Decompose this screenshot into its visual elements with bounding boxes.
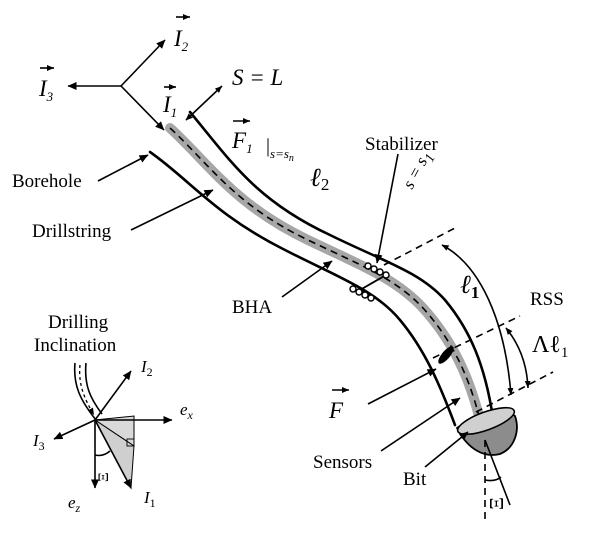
label-inset-i1: I1	[143, 488, 156, 510]
borehole-wall-upper	[188, 110, 495, 420]
stabilizer	[349, 262, 390, 302]
label-borehole: Borehole	[12, 171, 82, 192]
inclination-inset	[53, 362, 173, 490]
label-ell2: ℓ2	[310, 163, 329, 194]
svg-text:|s=sn: |s=sn	[266, 135, 294, 164]
bit-reference-line	[475, 371, 554, 413]
label-xi-bottom: Ξ	[486, 497, 508, 510]
stabilizer-pointer	[374, 153, 399, 264]
svg-text:F: F	[328, 398, 344, 423]
drill-bit-face	[456, 406, 516, 436]
svg-text:F1: F1	[231, 128, 253, 156]
lambda-ell1-arc	[505, 327, 531, 389]
label-bha: BHA	[232, 297, 272, 318]
svg-text:I2: I2	[173, 26, 189, 54]
rss-actuator	[438, 346, 454, 364]
label-stabilizer: Stabilizer	[365, 134, 438, 155]
label-inset-xi: Ξ	[96, 472, 112, 482]
label-inset-ez: ez	[68, 493, 81, 515]
svg-text:I3: I3	[38, 76, 54, 104]
frame-arrow-i1	[120, 85, 165, 131]
label-drilling: Drilling	[48, 312, 109, 333]
label-i2: I2	[173, 14, 190, 54]
label-inclination: Inclination	[34, 335, 117, 356]
frame-arrow-i2	[120, 39, 166, 87]
force-arrow	[367, 368, 437, 405]
xi-angle-arc	[484, 476, 502, 482]
label-lambda-ell1: Λℓ1	[532, 332, 568, 361]
bit-pointer	[424, 431, 469, 468]
label-rss: RSS	[530, 289, 564, 310]
sensors-pointer	[380, 397, 461, 452]
label-bit: Bit	[403, 469, 427, 490]
label-s-eq-l: S = L	[232, 65, 283, 90]
s1-reference-line	[383, 227, 456, 266]
drillstring-pointer	[130, 189, 214, 231]
bit-axis-line	[484, 439, 511, 506]
label-force-f: F	[328, 387, 349, 423]
svg-text:I1: I1	[162, 92, 177, 120]
borehole-pointer	[97, 154, 149, 182]
label-inset-i3: I3	[32, 431, 45, 453]
label-inset-i2: I2	[140, 357, 153, 379]
ell1-arc	[441, 244, 514, 396]
label-sensors: Sensors	[313, 452, 372, 473]
bha-pointer	[281, 260, 333, 298]
label-drillstring: Drillstring	[32, 221, 112, 242]
borehole-wall-lower	[148, 150, 457, 427]
label-ell1: ℓ1	[460, 270, 479, 302]
label-f1: F1 |s=sn	[231, 118, 294, 164]
inertial-frame	[67, 39, 166, 131]
label-i1: I1	[162, 84, 177, 120]
label-inset-ex: ex	[180, 400, 194, 422]
label-i3: I3	[38, 65, 54, 104]
